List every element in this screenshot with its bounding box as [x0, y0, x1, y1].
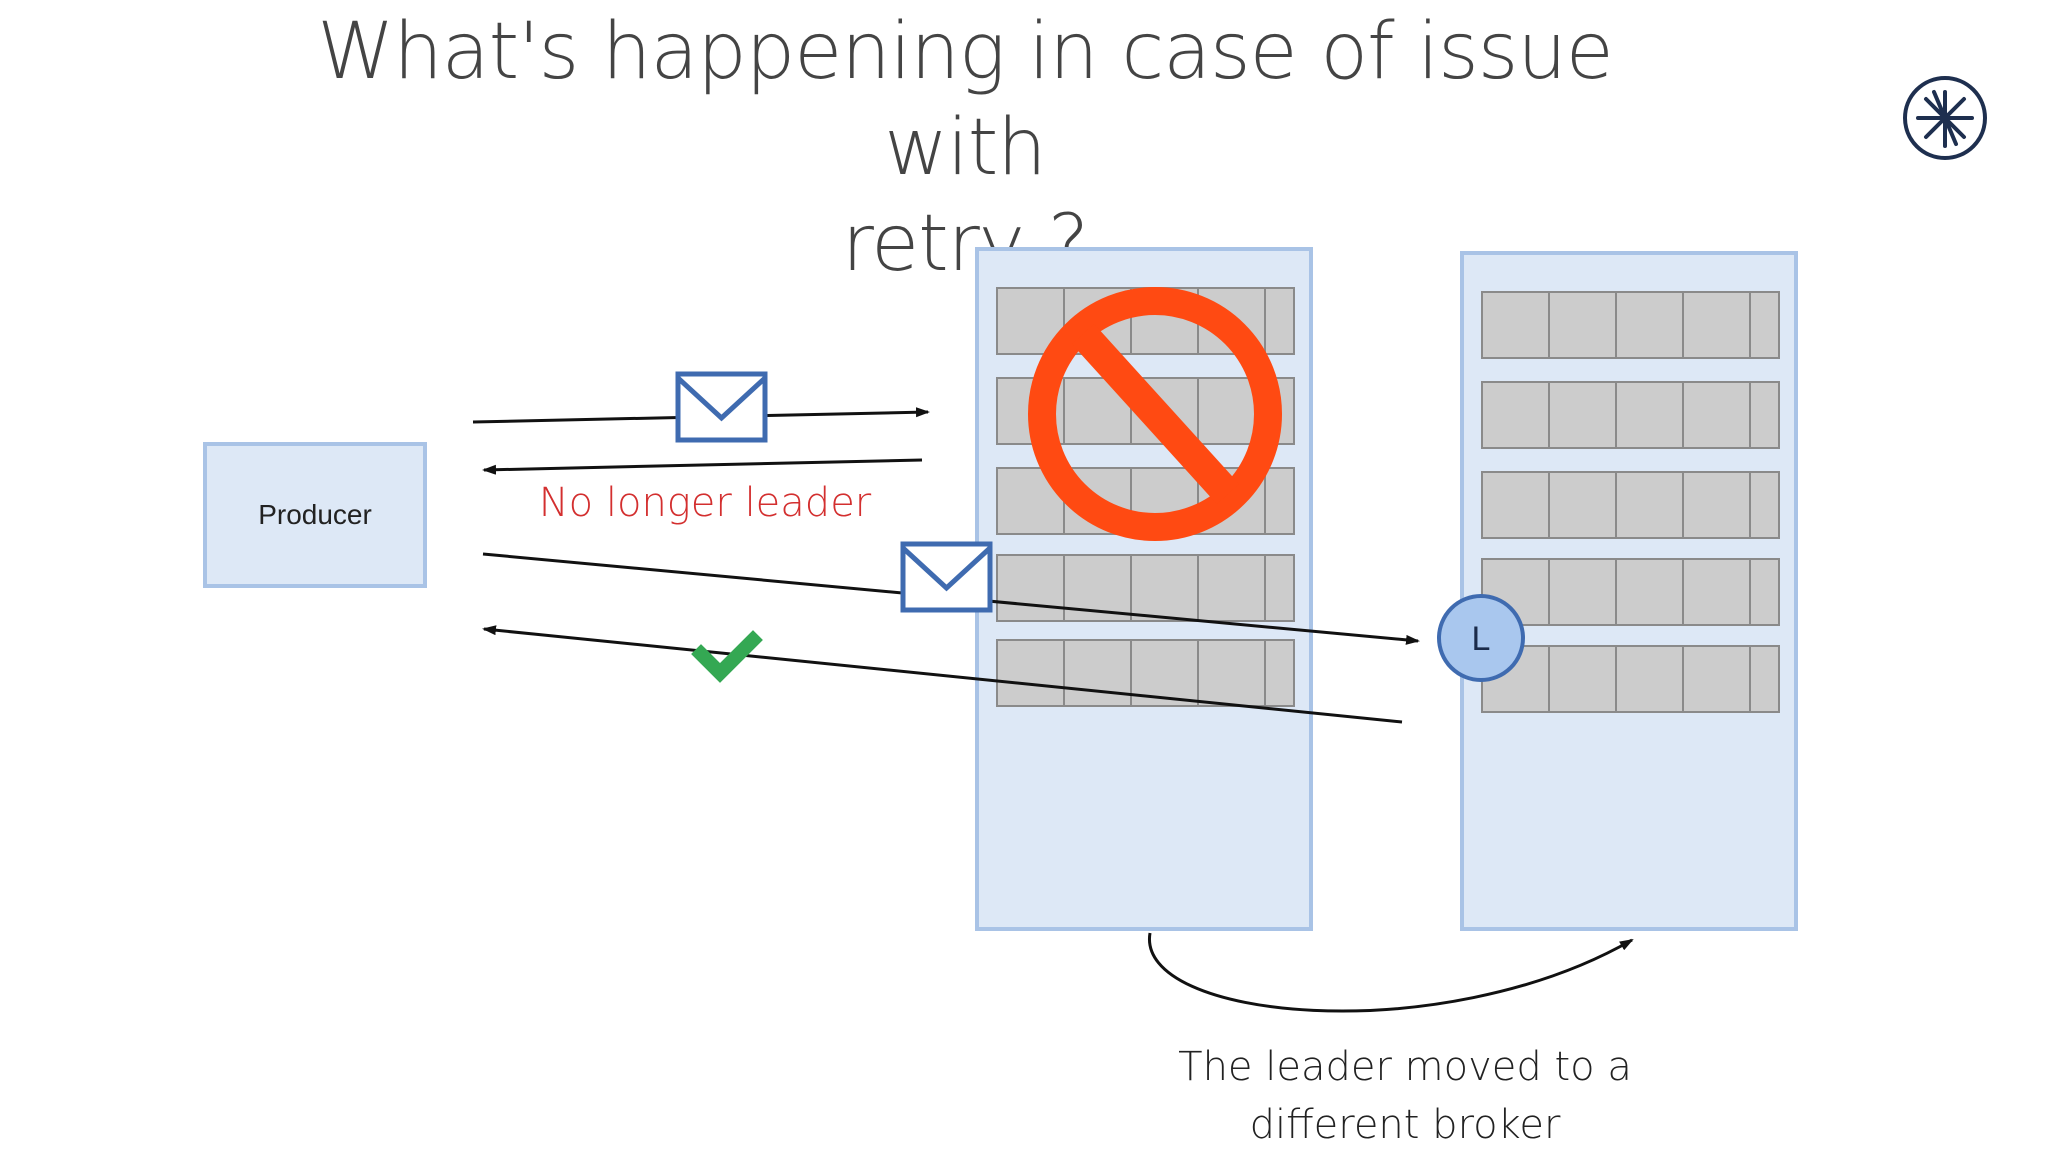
caption-line-1: The leader moved to a [1178, 1044, 1632, 1090]
error-response-arrow [482, 458, 923, 475]
error-label: No longer leader [539, 480, 872, 526]
checkmark-icon [691, 630, 763, 683]
caption-line-2: different broker [1250, 1102, 1561, 1148]
producer-label: Producer [258, 499, 372, 530]
slide-title: What's happening in case of issue with r… [300, 4, 1630, 292]
broker-2-partitions [1481, 291, 1780, 713]
broker-2 [1460, 251, 1798, 931]
leader-badge: L [1437, 594, 1525, 682]
partition-row [996, 639, 1295, 707]
partition-row [1481, 645, 1780, 713]
partition-row [1481, 471, 1780, 539]
asterisk-logo-icon [1903, 76, 1987, 160]
title-line-1: What's happening in case of issue with [317, 7, 1614, 193]
envelope-icon [675, 371, 768, 443]
partition-row [1481, 381, 1780, 449]
leader-badge-label: L [1472, 620, 1491, 658]
ack-arrow [482, 625, 1403, 724]
envelope-icon [900, 541, 993, 613]
producer-box: Producer [203, 442, 427, 588]
leader-move-arrow [1148, 932, 1634, 1013]
partition-row [1481, 558, 1780, 626]
prohibited-icon [1028, 287, 1282, 541]
partition-row [1481, 291, 1780, 359]
partition-row [996, 554, 1295, 622]
